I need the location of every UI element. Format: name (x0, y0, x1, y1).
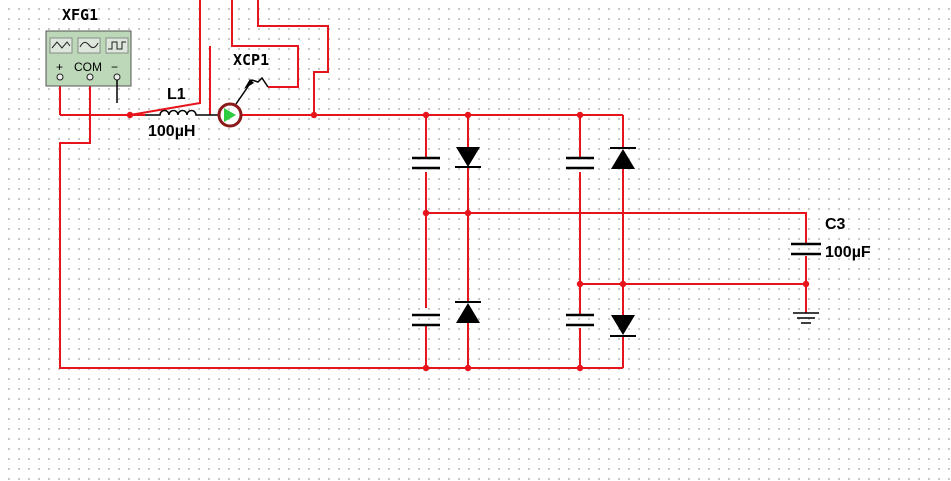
square-wave-icon (108, 41, 126, 50)
wire-mid-to-c3[interactable] (426, 212, 807, 243)
junction-dot (422, 111, 430, 119)
probe-ring (217, 102, 243, 128)
diode-bridge1-bottom[interactable] (455, 301, 481, 323)
junction-dot (464, 209, 472, 217)
diodes (455, 147, 636, 337)
probe-lead (235, 76, 269, 105)
current-probe[interactable]: XCP1 (217, 51, 269, 128)
function-generator[interactable]: XFG1 + COM − (45, 6, 132, 103)
fg-wave-buttons (49, 37, 129, 54)
fg-ref-label: XFG1 (62, 6, 98, 24)
diode-triangle-icon (456, 303, 480, 323)
wire-fg-com-return[interactable] (59, 80, 623, 369)
capacitor-bridge1-top[interactable] (412, 156, 440, 170)
probe-clip-icon (244, 79, 254, 89)
triangle-wave-icon (51, 41, 71, 49)
fg-terminal-com[interactable] (86, 73, 94, 81)
probe-arrow-icon (224, 108, 236, 122)
triangle-wave-icon (49, 37, 73, 54)
wire-up-left[interactable] (129, 0, 201, 116)
fg-pin-com-label: COM (74, 60, 102, 74)
junction-dot (310, 111, 318, 119)
capacitor-bridge1-bottom[interactable] (412, 313, 440, 327)
junctions (126, 111, 810, 372)
wire-up-middle[interactable] (231, 0, 299, 88)
diode-bridge2-top[interactable] (610, 147, 636, 169)
junction-dot (576, 111, 584, 119)
junction-dot (464, 364, 472, 372)
wires (59, 0, 807, 369)
junction-dot (576, 364, 584, 372)
c3-value-label: 100µF (825, 244, 871, 261)
capacitor-c3[interactable]: C3 100µF (791, 216, 871, 261)
junction-dot (422, 364, 430, 372)
junction-dot (464, 111, 472, 119)
wire-low-to-c3[interactable] (580, 256, 807, 285)
fg-terminal-minus[interactable] (113, 73, 121, 81)
c3-ref-label: C3 (825, 216, 846, 233)
diode-bridge1-top[interactable] (455, 147, 481, 168)
ground-icon[interactable] (793, 312, 819, 324)
junction-dot (619, 280, 627, 288)
inductor-ref-label: L1 (167, 86, 186, 103)
fg-pin-plus-label: + (56, 60, 63, 74)
diode-bridge2-bottom[interactable] (610, 315, 636, 337)
inductor-value-label: 100µH (148, 123, 195, 140)
junction-dot (126, 111, 134, 119)
fg-pin-minus-label: − (111, 60, 118, 74)
capacitor-bridge2-bottom[interactable] (566, 313, 594, 327)
inductor-l1[interactable]: L1 100µH (145, 86, 218, 140)
junction-dot (576, 280, 584, 288)
diode-triangle-icon (456, 147, 480, 167)
diode-triangle-icon (611, 149, 635, 169)
probe-ref-label: XCP1 (233, 51, 269, 69)
inductor-coil (145, 109, 218, 116)
junction-dot (422, 209, 430, 217)
capacitor-bridge2-top[interactable] (566, 156, 594, 170)
junction-dot (802, 280, 810, 288)
sine-wave-icon (79, 41, 99, 49)
fg-terminal-plus[interactable] (56, 73, 64, 81)
diode-triangle-icon (611, 315, 635, 335)
wire-up-right[interactable] (257, 0, 329, 115)
bridge-capacitors (412, 156, 594, 327)
